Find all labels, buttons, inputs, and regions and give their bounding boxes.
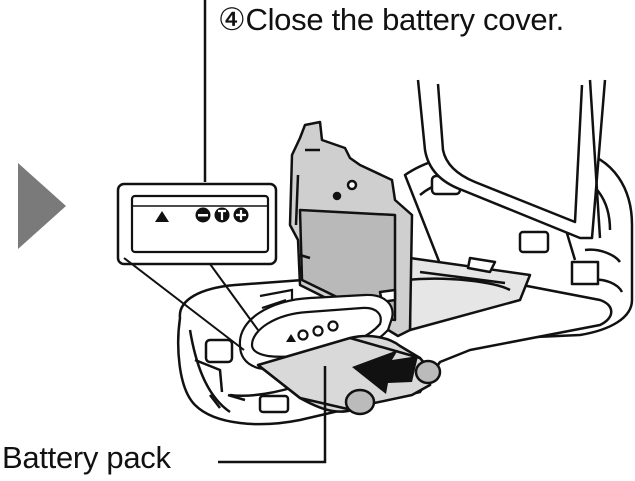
step-text: Close the battery cover.	[245, 2, 565, 37]
step-number: ④	[218, 2, 246, 37]
play-triangle-icon	[18, 163, 66, 249]
arrow-left-icon	[352, 350, 418, 394]
battery-pack-label: Battery pack	[2, 440, 171, 475]
lcd-panel	[416, 79, 607, 240]
inset-leader-upper	[209, 263, 259, 331]
step-instruction: ④Close the battery cover.	[218, 2, 564, 38]
battery-leader-line	[218, 366, 327, 464]
zoom-inset	[116, 182, 278, 266]
battery-cover	[288, 120, 414, 338]
inset-leader-lower	[123, 257, 245, 351]
triangle-marker-icon	[155, 211, 169, 222]
